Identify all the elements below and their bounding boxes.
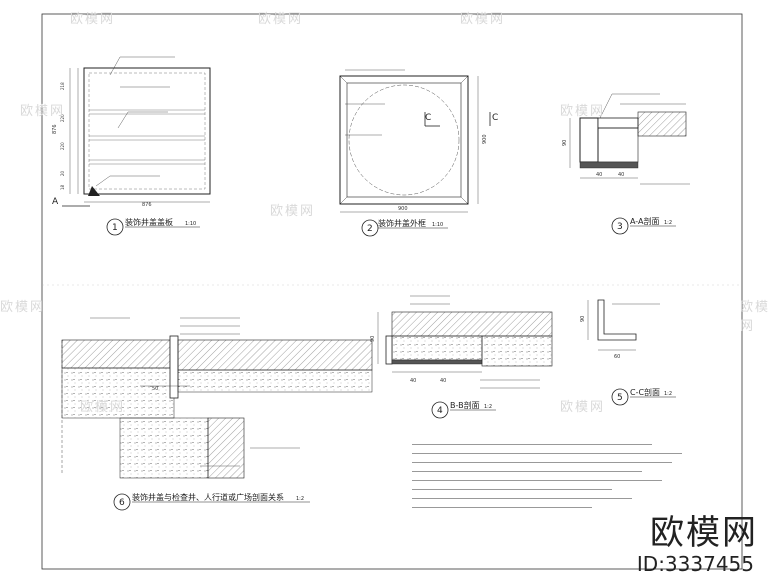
drawing-4-number: 4 (437, 406, 443, 416)
svg-text:220: 220 (60, 142, 65, 150)
drawing-6-title: 装饰井盖与检查井、人行道或广场剖面关系 (132, 492, 284, 502)
svg-text:90: 90 (580, 316, 586, 322)
svg-text:90: 90 (562, 140, 568, 146)
drawing-3-scale: 1:2 (664, 220, 672, 226)
svg-text:90: 90 (370, 336, 376, 342)
drawing-1-number: 1 (112, 223, 118, 233)
svg-text:20: 20 (60, 170, 65, 176)
svg-text:18: 18 (60, 184, 65, 190)
drawing-2-title: 装饰井盖外框 (378, 218, 426, 228)
drawing-5-scale: 1:2 (664, 391, 672, 397)
drawing-6-scale: 1:2 (296, 496, 304, 502)
drawing-4-title: B-B剖面 (450, 400, 480, 410)
drawing-2-scale: 1:10 (432, 222, 443, 228)
drawing-1-title: 装饰井盖盖板 (125, 217, 173, 227)
drawing-5-title: C-C剖面 (630, 387, 660, 397)
svg-text:40: 40 (618, 172, 624, 178)
svg-text:218: 218 (60, 82, 65, 90)
drawing-6-number: 6 (119, 498, 125, 508)
drawing-2-number: 2 (367, 224, 373, 234)
dim-876-v: 876 (52, 124, 58, 134)
drawing-3-title: A-A剖面 (630, 216, 659, 226)
relationship-section-drawing: 50 6 装饰井盖与检查井、人行道或广场剖面关系 1:2 (61, 317, 373, 511)
section-cc-drawing: 60 90 5 C-C剖面 1:2 (580, 299, 676, 406)
svg-text:50: 50 (152, 386, 158, 392)
section-aa-drawing: 40 40 90 3 A-A剖面 1:2 (562, 93, 690, 235)
drawing-3-number: 3 (617, 222, 623, 232)
general-notes (412, 440, 712, 508)
section-marker-c-left: C (425, 113, 431, 123)
brand-id: ID:3337455 (636, 552, 754, 576)
dim-900-v: 900 (482, 134, 488, 144)
outer-frame-drawing: C C 900 900 2 装饰井盖外框 1:10 (339, 69, 498, 237)
dim-876-h: 876 (142, 202, 152, 208)
section-marker-c-right: C (492, 113, 498, 123)
svg-text:40: 40 (440, 378, 446, 384)
svg-text:60: 60 (614, 354, 620, 360)
sheet-frame (41, 13, 743, 570)
dim-900-h: 900 (398, 206, 408, 212)
svg-text:40: 40 (596, 172, 602, 178)
cover-plate-drawing: A 876 876 218 220 220 20 18 1 装饰井盖盖板 1:1… (52, 56, 211, 236)
section-bb-drawing: 40 40 90 4 B-B剖面 1:2 (370, 295, 553, 419)
drawing-5-number: 5 (617, 393, 623, 403)
section-marker-a: A (52, 197, 59, 207)
svg-text:40: 40 (410, 378, 416, 384)
drawing-4-scale: 1:2 (484, 404, 492, 410)
drawing-1-scale: 1:10 (185, 221, 196, 227)
svg-text:220: 220 (60, 114, 65, 122)
brand-logo-text: 欧模网 (650, 513, 758, 553)
